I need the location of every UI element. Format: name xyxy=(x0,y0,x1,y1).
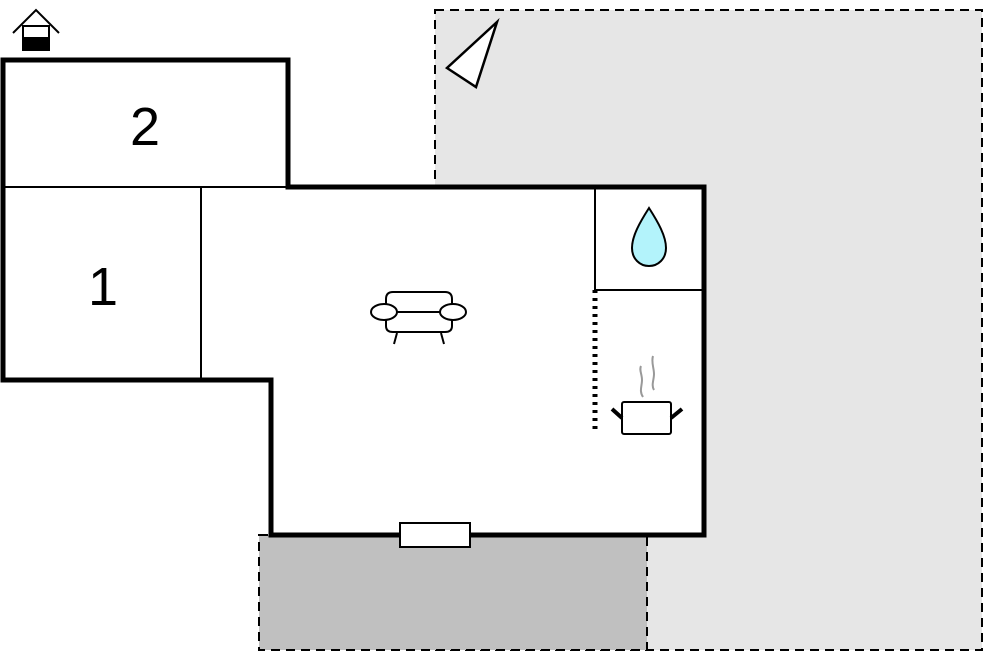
kitchen-pot-icon xyxy=(610,355,684,435)
house-outline xyxy=(0,57,707,538)
living-room-sofa-icon xyxy=(370,291,467,345)
house-entrance-icon xyxy=(12,8,60,51)
entrance-door xyxy=(399,522,471,548)
north-compass-icon xyxy=(444,17,500,89)
room-label-1: 1 xyxy=(88,257,118,317)
bathroom-water-drop-icon xyxy=(630,206,668,268)
room-label-2: 2 xyxy=(130,97,160,157)
interior-walls xyxy=(3,186,704,380)
terrace-area xyxy=(258,534,648,651)
